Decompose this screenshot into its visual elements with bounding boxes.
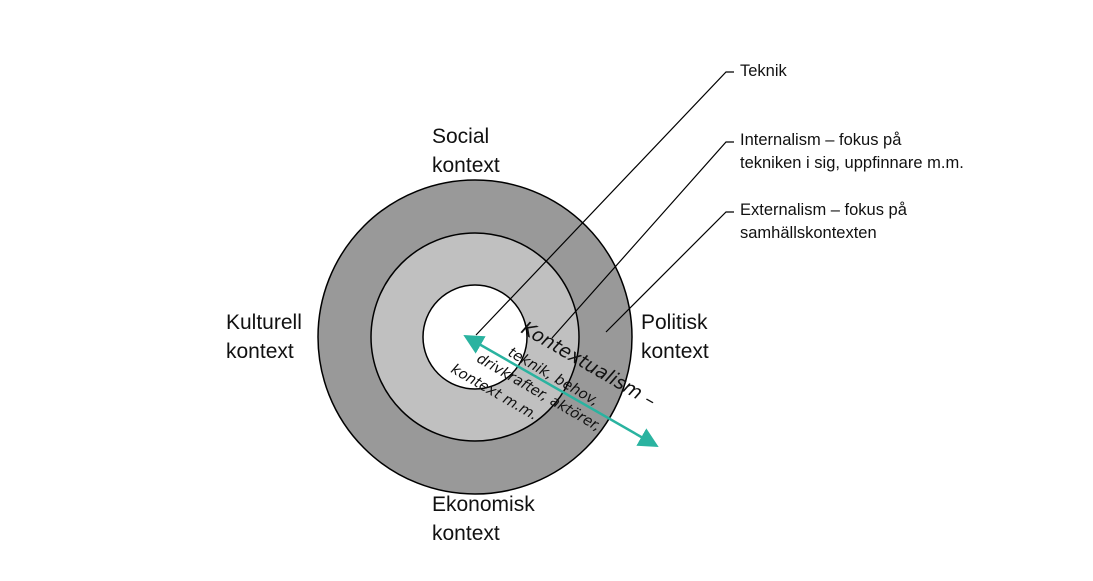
internalism-note: Internalism – fokus på tekniken i sig, u…	[740, 131, 964, 172]
teknik-leader-line	[475, 71, 734, 336]
externalism-leader-line	[605, 211, 734, 333]
teknik-note: Teknik	[740, 62, 788, 80]
externalism-note: Externalism – fokus på samhällskontexten	[740, 201, 912, 242]
internalism-leader-line	[551, 141, 734, 339]
kulturell-context-label: Kulturell kontext	[226, 311, 308, 363]
social-context-label: Social kontext	[432, 125, 500, 177]
kontextualism-arrow	[463, 335, 659, 447]
ekonomisk-context-label: Ekonomisk kontext	[432, 493, 541, 545]
politisk-context-label: Politisk kontext	[641, 311, 713, 363]
